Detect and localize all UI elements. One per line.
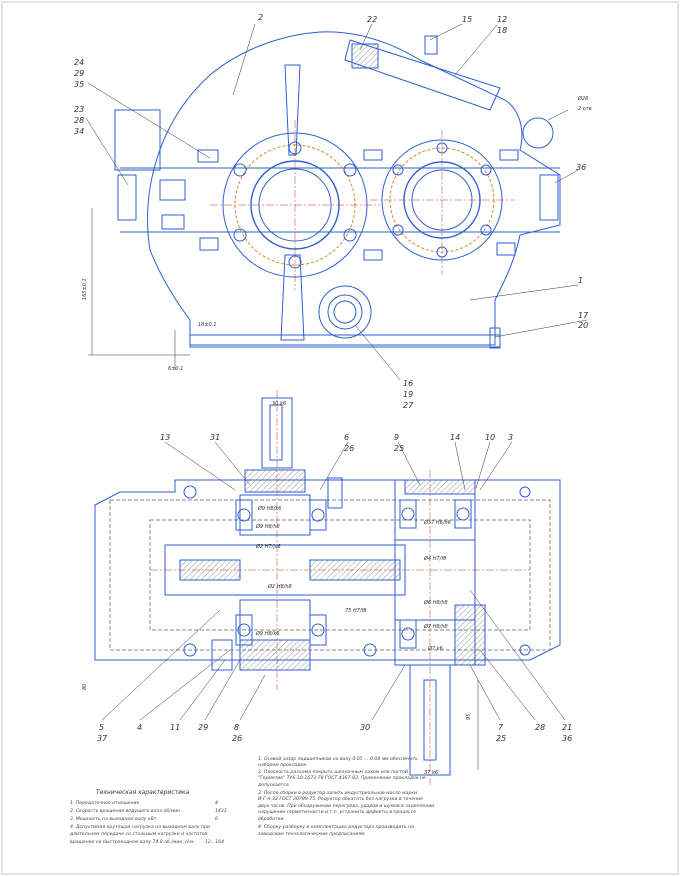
- dim-hole: Ø26: [577, 95, 588, 102]
- part-number: 18: [497, 26, 507, 35]
- dim-in-shaft: 30 k6: [272, 401, 286, 407]
- part-number: 6: [344, 433, 349, 442]
- part-number: 26: [232, 734, 242, 743]
- part-number: 29: [74, 69, 84, 78]
- dim-height: 165±0.1: [82, 278, 88, 300]
- part-number: 22: [367, 15, 377, 24]
- part-number: 12: [497, 15, 507, 24]
- note-line: обработки.: [258, 817, 285, 822]
- tech-row-label: 4. Допустимая крутящая нагрузка на выход…: [70, 825, 210, 830]
- plan-view-dims: 30 k6 Ø9 H8/k6 Ø9 H8/h8 Ø2 H7/js6 Ø2 H8/…: [82, 401, 472, 776]
- dim-fit: Ø2 H7/js6: [255, 543, 281, 550]
- tech-row-label: вращения на быстроходном валу 74.8 об./м…: [70, 840, 194, 845]
- part-number: 11: [170, 723, 180, 732]
- dim-fit: Ø7 H8/h8: [423, 623, 448, 630]
- part-number: 3: [508, 433, 513, 442]
- dim-holes-count: 2 отв: [578, 106, 592, 112]
- plan-view-part-numbers-top: 13 31 6 26 9 25 14 10 3: [160, 433, 513, 453]
- tech-row-value: 4: [215, 801, 218, 806]
- note-line: допускается.: [258, 783, 291, 788]
- front-view-labels: [85, 23, 588, 381]
- dim-fit: Ø6 H8/h8: [423, 599, 448, 606]
- note-line: "Герметик" ТУ6-10-1673-78 ГОСТ 4367-83. …: [258, 776, 426, 781]
- dim-base-a: 18±0.1: [198, 322, 217, 328]
- note-line: нарушение герметичности и т.п. устранить…: [258, 810, 417, 815]
- dim-center: 75 H7/f8: [345, 608, 367, 614]
- part-number: 30: [360, 723, 370, 732]
- part-number: 28: [74, 116, 84, 125]
- part-number: 35: [74, 80, 84, 89]
- tech-row-label: длительном передаче со стальным нагрузки…: [70, 832, 208, 837]
- part-number: 37: [97, 734, 108, 743]
- part-number: 23: [74, 105, 84, 114]
- tech-row-label: 2. Скорость вращения ведущего вала об/ми…: [70, 809, 181, 814]
- part-number: 19: [403, 390, 413, 399]
- note-line: 4. Сборку-разборку и комплектацию редукт…: [258, 825, 414, 830]
- dim-side: 95: [466, 714, 472, 720]
- tech-row-label: 1. Передаточное отношение: [70, 801, 140, 806]
- dim-fit: Ø4 H7/f8: [423, 555, 446, 562]
- plan-view-part-numbers-bottom: 5 37 4 11 29 8 26 30 7 25 28 21 36: [97, 723, 572, 743]
- note-line: набором прокладок.: [258, 763, 308, 768]
- front-view-dims: Ø26 2 отв 165±0.1 18±0.1 6±0.1: [82, 95, 592, 372]
- part-number: 14: [450, 433, 460, 442]
- note-line: 3. После сборки в редуктор залить индуст…: [258, 791, 418, 796]
- dim-fit: Ø9 H8/k6: [255, 630, 279, 637]
- part-number: 25: [394, 444, 404, 453]
- tech-row-label: 3. Мощность на выходном валу кВт: [70, 817, 157, 822]
- plan-view: [94, 390, 561, 785]
- part-number: 31: [210, 433, 220, 442]
- part-number: 1: [578, 276, 583, 285]
- front-view-part-numbers: 2 22 15 12 18 24 29 35 23 28 34 36 1 17 …: [74, 13, 589, 410]
- note-line: И-Г-А-32 ГОСТ 20799-75. Редуктор обкатат…: [258, 797, 423, 802]
- part-number: 17: [578, 311, 589, 320]
- part-number: 5: [99, 723, 104, 732]
- part-number: 8: [234, 723, 239, 732]
- tech-title: Техническая характеристика: [96, 789, 190, 796]
- tech-row-value: 6: [215, 817, 218, 822]
- plan-view-leaders: [101, 441, 566, 770]
- part-number: 26: [344, 444, 354, 453]
- tech-row-value: 12...164: [205, 840, 224, 845]
- part-number: 21: [562, 723, 572, 732]
- part-number: 28: [535, 723, 545, 732]
- part-number: 24: [74, 58, 84, 67]
- tech-row-value: 1433: [215, 809, 227, 814]
- note-line: заводским технологическим предписаниям: [258, 832, 365, 837]
- part-number: 36: [562, 734, 572, 743]
- dim-out-shaft: 37 k6: [424, 770, 438, 776]
- part-number: 13: [160, 433, 170, 442]
- dim-left: 80: [82, 684, 88, 690]
- part-number: 25: [496, 734, 506, 743]
- dim-base-b: 6±0.1: [168, 366, 183, 372]
- part-number: 16: [403, 379, 413, 388]
- dim-fit: Ø9 H8/k6: [257, 505, 281, 512]
- note-line: 2. Плоскость разъема покрыть шеллачным л…: [258, 770, 408, 775]
- part-number: 9: [394, 433, 399, 442]
- part-number: 27: [403, 401, 414, 410]
- dim-fit: Ø7 k6: [427, 645, 443, 652]
- part-number: 2: [258, 13, 263, 22]
- part-number: 36: [576, 163, 586, 172]
- part-number: 20: [578, 321, 588, 330]
- note-line: двух часов. При обнаружении перегрева, у…: [258, 804, 435, 809]
- dim-fit: Ø2 H8/h8: [267, 583, 292, 590]
- part-number: 7: [498, 723, 504, 732]
- part-number: 10: [485, 433, 495, 442]
- part-number: 29: [198, 723, 208, 732]
- note-line: 1. Осевой зазор подшипников на валу 0.05…: [258, 757, 419, 762]
- dim-fit: Ø37 H6/h6: [423, 519, 451, 526]
- part-number: 34: [74, 127, 84, 136]
- front-view: [114, 31, 561, 349]
- dim-fit: Ø9 H8/h8: [255, 523, 280, 530]
- part-number: 15: [462, 15, 472, 24]
- part-number: 4: [137, 723, 142, 732]
